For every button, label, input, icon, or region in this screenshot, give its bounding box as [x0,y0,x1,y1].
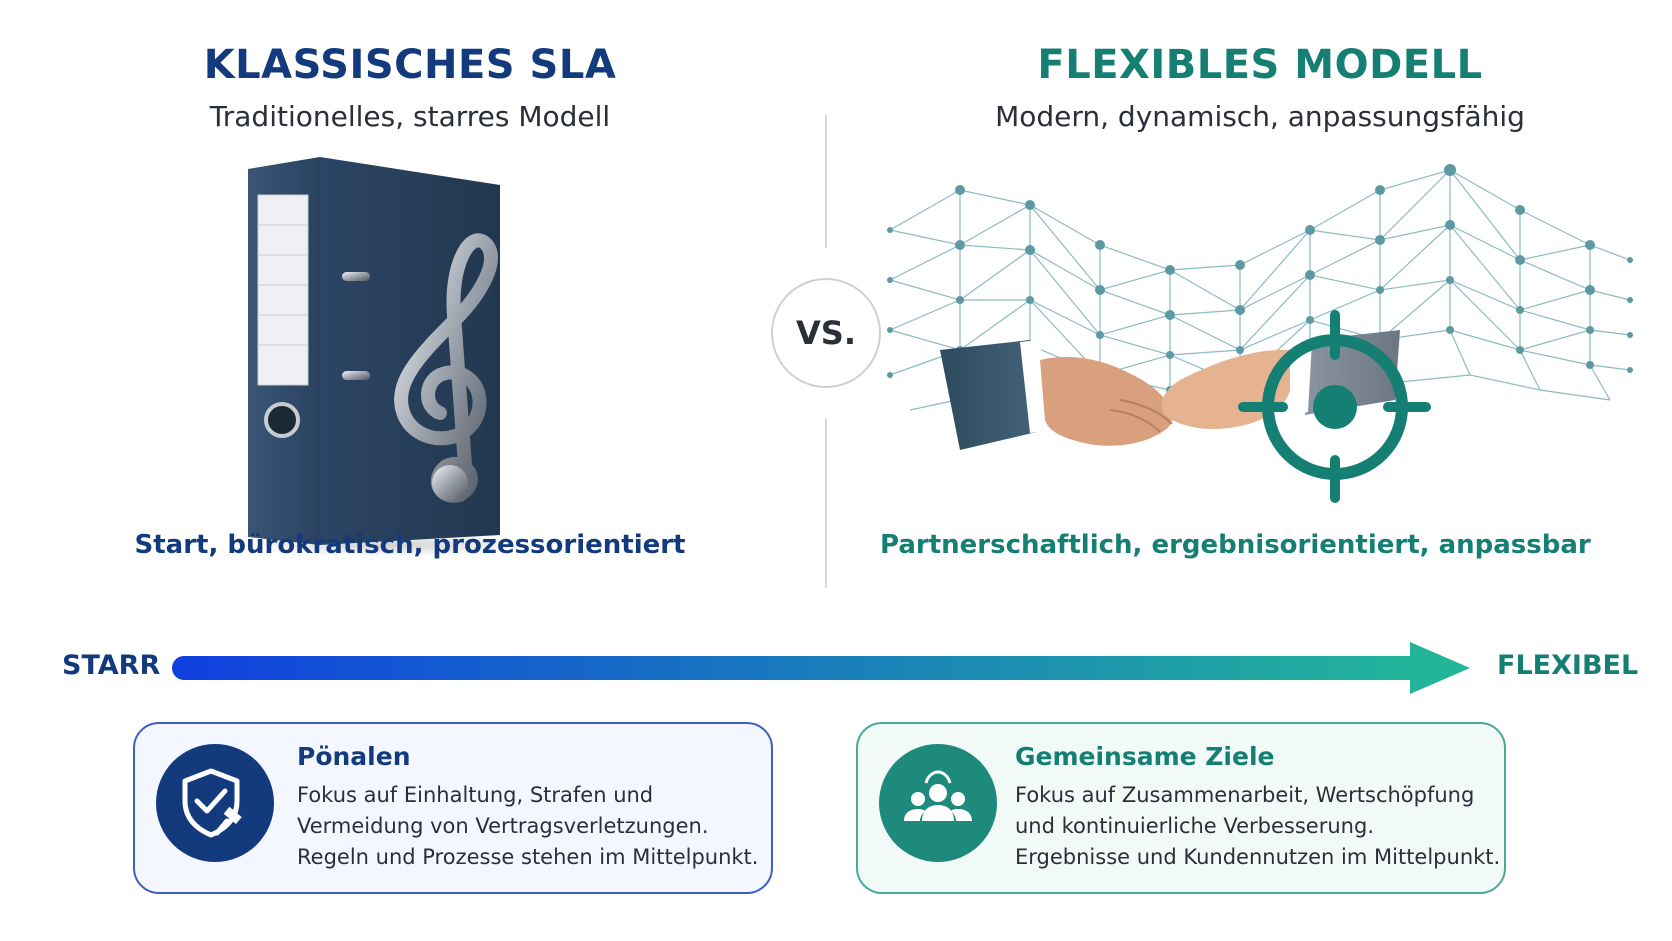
treble-clef-icon [394,233,498,503]
scale-left-label: STARR [62,650,161,681]
shared-goals-line-3: Ergebnisse und Kundennutzen im Mittelpun… [1015,845,1501,869]
left-tagline: Start, bürokratisch, prozessorientiert [134,530,686,560]
penalties-card: Pönalen Fokus auf Einhaltung, Strafen un… [133,722,773,894]
binder-icon [248,157,500,545]
vs-label: VS. [796,314,856,352]
right-subtitle: Modern, dynamisch, anpassungsfähig [995,100,1525,133]
shared-goals-title: Gemeinsame Ziele [1015,742,1275,771]
divider-bottom [825,418,827,588]
left-title: KLASSISCHES SLA [203,42,617,88]
penalties-line-2: Vermeidung von Vertragsverletzungen. [297,814,709,838]
penalties-title: Pönalen [297,742,411,771]
target-icon [1238,310,1431,503]
shared-goals-line-1: Fokus auf Zusammenarbeit, Wertschöpfung [1015,783,1475,807]
vs-badge: VS. [771,278,881,388]
divider-top [825,115,827,248]
penalties-line-1: Fokus auf Einhaltung, Strafen und [297,783,654,807]
scale-arrow [172,642,1470,694]
penalties-line-3: Regeln und Prozesse stehen im Mittelpunk… [297,845,759,869]
shield-gavel-icon [156,744,274,862]
scale-right-label: FLEXIBEL [1497,650,1639,681]
right-title: FLEXIBLES MODELL [1037,42,1483,88]
left-subtitle: Traditionelles, starres Modell [209,100,611,133]
shared-goals-line-2: und kontinuierliche Verbesserung. [1015,814,1374,838]
binder-illustration [240,157,540,555]
right-tagline: Partnerschaftlich, ergebnisorientiert, a… [880,530,1591,560]
flexible-illustration [887,164,1633,503]
team-icon [879,744,997,862]
shared-goals-card: Gemeinsame Ziele Fokus auf Zusammenarbei… [856,722,1506,894]
